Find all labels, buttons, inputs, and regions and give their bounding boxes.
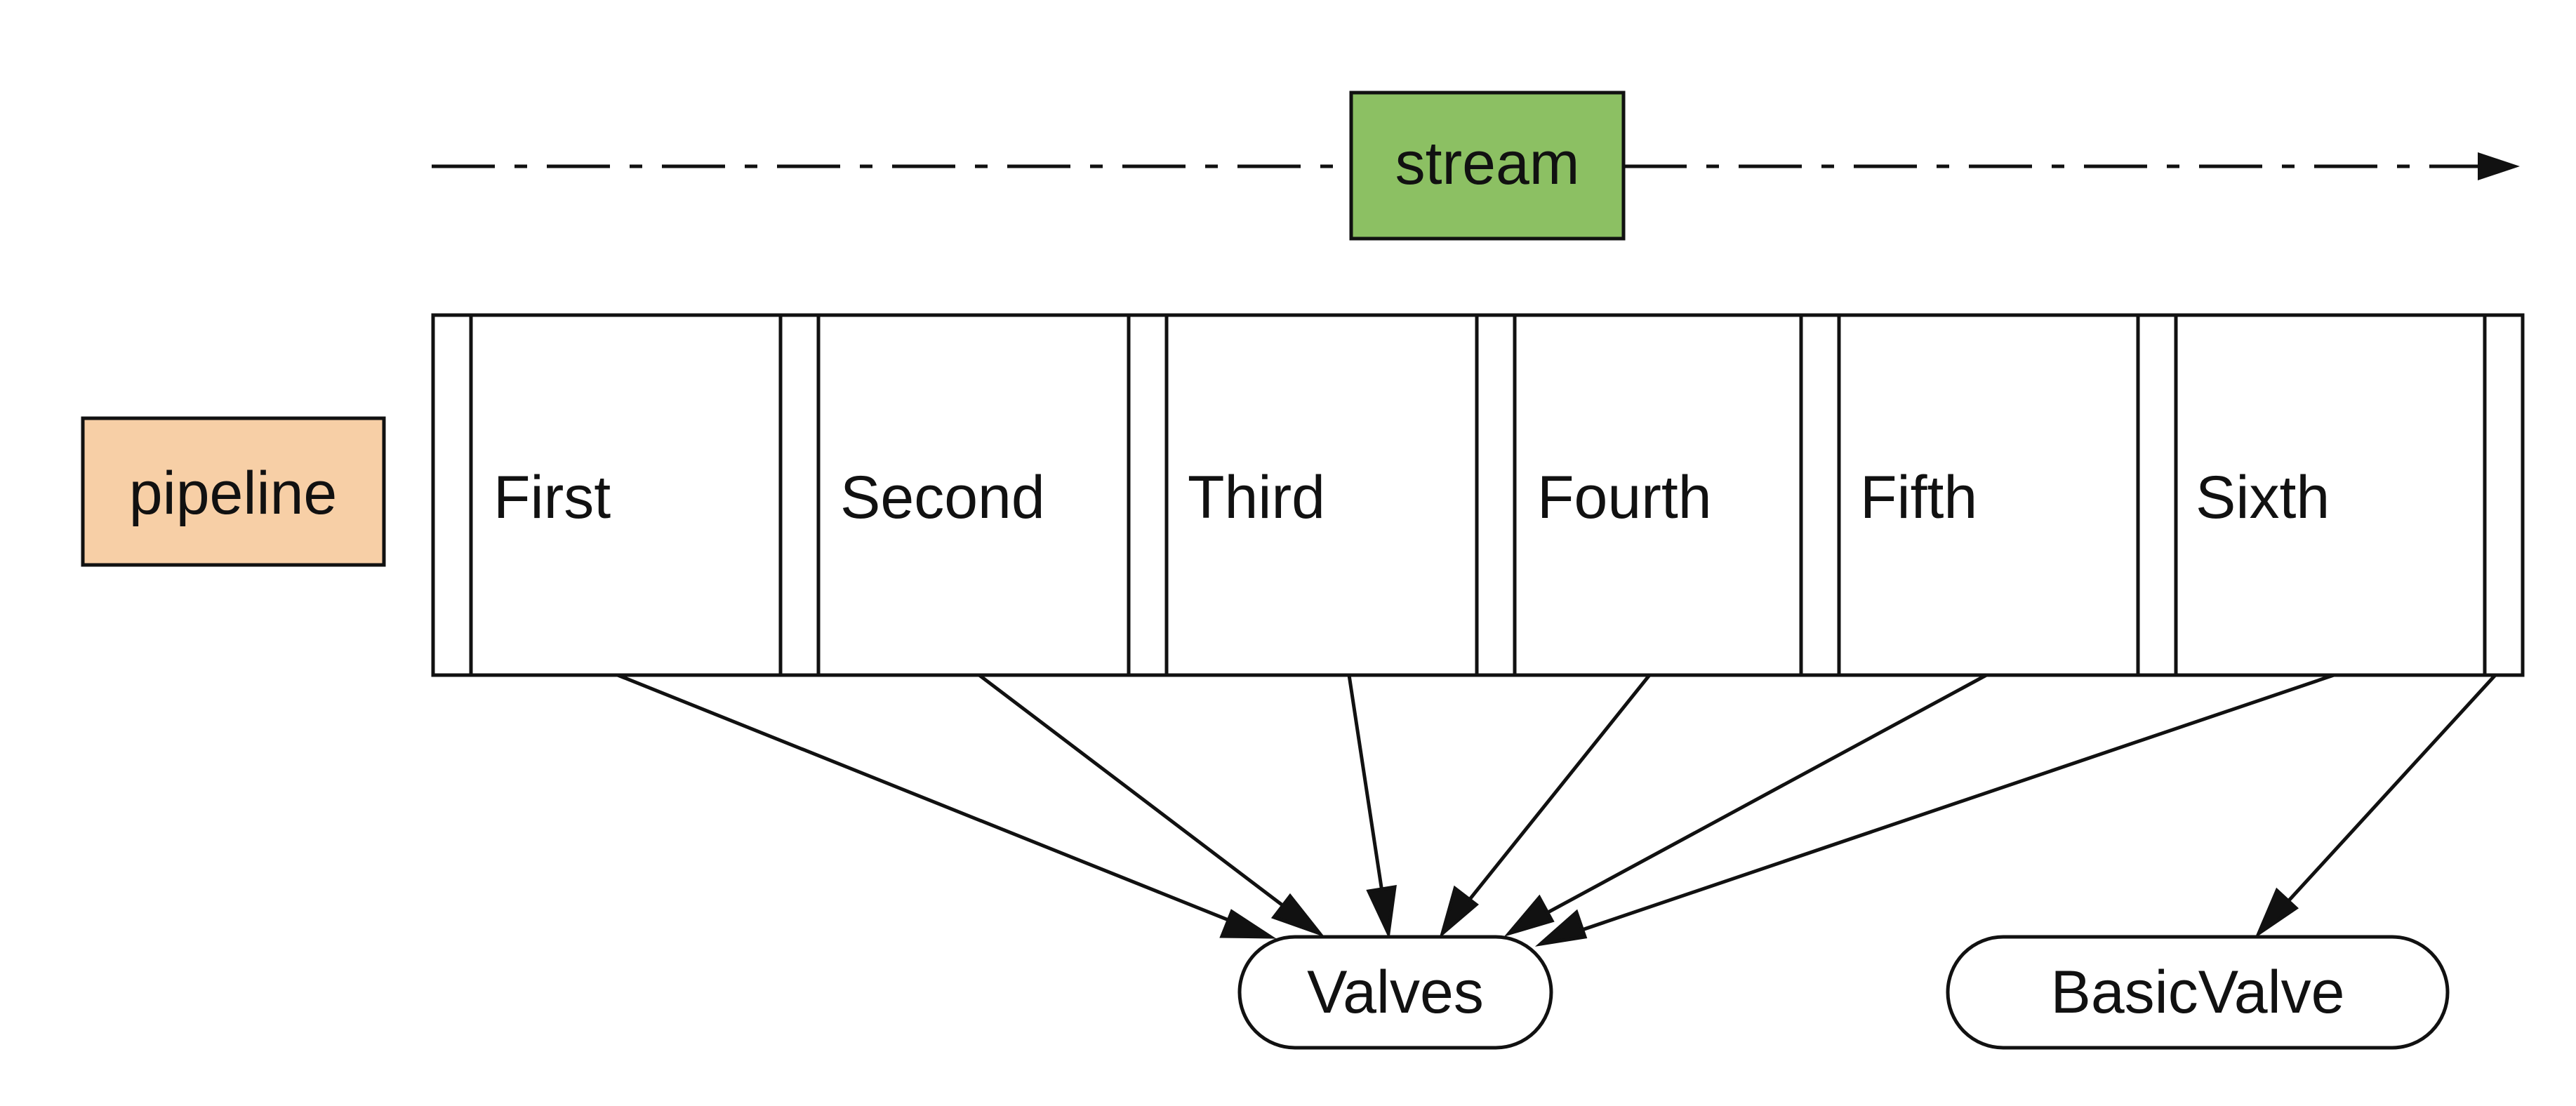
- pipeline-label: pipeline: [129, 460, 337, 527]
- stream-label: stream: [1395, 130, 1580, 197]
- arrowhead: [1366, 884, 1397, 940]
- valves-node-label: Valves: [1307, 959, 1484, 1026]
- basic-valve-node: BasicValve: [1946, 935, 2450, 1050]
- separator-bar: [2483, 313, 2525, 677]
- valve-separators: [431, 313, 2525, 677]
- separator-bar: [778, 313, 821, 677]
- arrowhead: [1270, 893, 1325, 938]
- separator-bar: [1799, 313, 1841, 677]
- valve-arrows: [617, 673, 2497, 947]
- arrow-second-to-valves: [978, 674, 1321, 935]
- arrowhead: [1219, 909, 1277, 939]
- arrow-first-to-valves: [617, 673, 1271, 939]
- valve-cell-sixth: Sixth: [2196, 464, 2330, 531]
- separator-bar: [431, 313, 473, 677]
- arrow-fourth-to-valves: [1441, 674, 1651, 935]
- arrowhead: [2255, 887, 2299, 938]
- arrow-sixth-to-valves: [1540, 673, 2335, 946]
- pipeline-box: pipeline: [81, 416, 386, 567]
- arrowhead: [1534, 909, 1588, 947]
- valve-cell-first: First: [493, 464, 611, 531]
- valve-cell-third: Third: [1188, 464, 1325, 531]
- valves-node: Valves: [1237, 935, 1553, 1050]
- separator-bar: [1127, 313, 1169, 677]
- separator-bar: [2136, 313, 2178, 677]
- valve-cell-fifth: Fifth: [1860, 464, 1977, 531]
- separator-bar: [1475, 313, 1517, 677]
- arrow-fifth-to-valves: [1508, 673, 1988, 935]
- stream-flow-line: [432, 152, 2520, 180]
- stream-arrowhead: [2478, 152, 2520, 180]
- valve-cell-second: Second: [840, 464, 1045, 531]
- basic-valve-node-label: BasicValve: [2050, 959, 2344, 1026]
- arrowhead: [1503, 894, 1555, 937]
- arrow-to-basic-valve: [2257, 674, 2497, 935]
- arrowhead: [1439, 885, 1479, 939]
- pipeline-container: First Second Third Fourth Fifth Sixth: [431, 313, 2525, 677]
- valve-cell-fourth: Fourth: [1537, 464, 1712, 531]
- stream-box: stream: [1349, 91, 1626, 241]
